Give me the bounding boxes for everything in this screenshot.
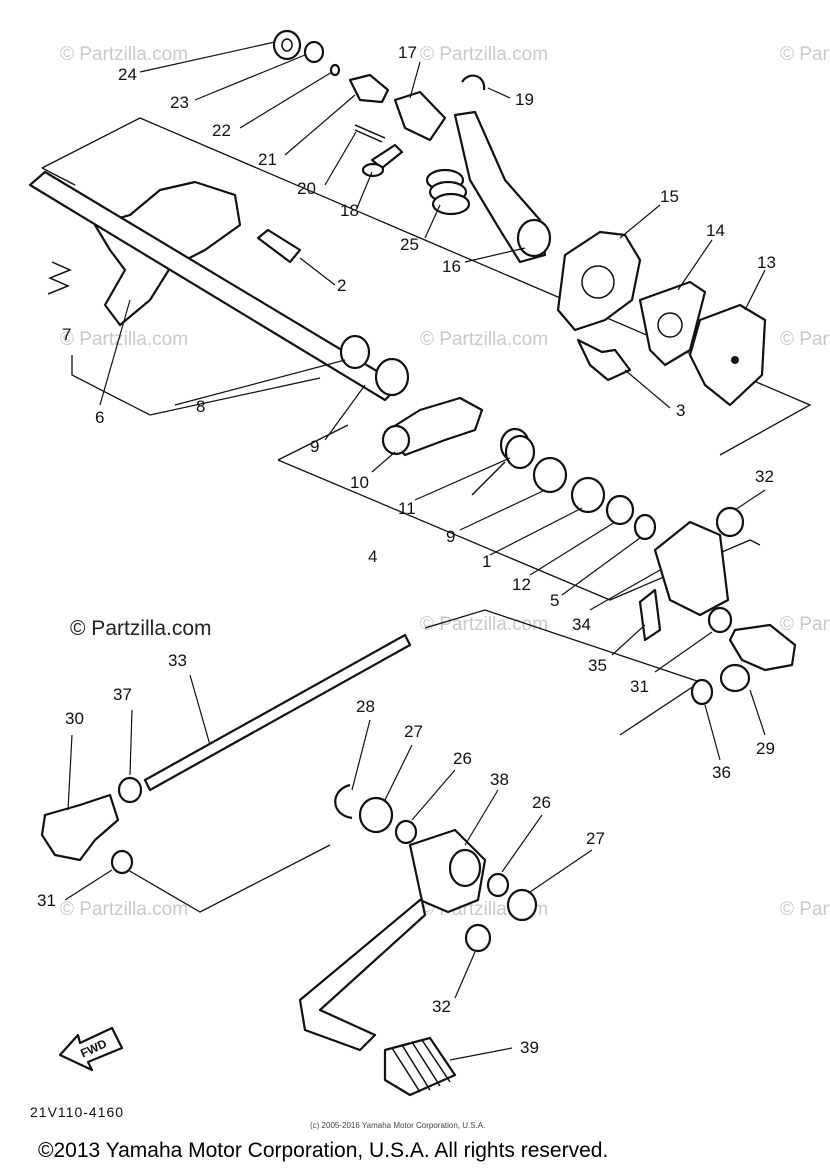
washer-12	[605, 494, 635, 526]
nut-37	[117, 776, 143, 804]
callout-31: 31	[37, 891, 56, 910]
bolt-35	[638, 588, 662, 642]
callout-24: 24	[118, 65, 137, 84]
oring-22	[329, 63, 341, 77]
pedal-rubber-39	[383, 1036, 457, 1097]
nut-36	[690, 678, 714, 706]
rod-end-29	[728, 623, 797, 672]
callout-27: 27	[404, 722, 423, 741]
callout-37: 37	[113, 685, 132, 704]
watermark: © Partzilla.com	[780, 329, 830, 350]
fwd-arrow-icon	[58, 1026, 124, 1072]
callout-14: 14	[706, 221, 725, 240]
nut-32	[715, 506, 745, 538]
circlip-5	[633, 513, 657, 541]
callout-30: 30	[65, 709, 84, 728]
cotter-pin-20	[354, 124, 386, 143]
callout-25: 25	[400, 235, 419, 254]
washer-31	[707, 606, 733, 634]
watermark: © Partzilla.com	[420, 44, 548, 65]
callout-13: 13	[757, 253, 776, 272]
assembly-frames	[41, 117, 812, 913]
spring-25	[425, 168, 471, 216]
callout-35: 35	[588, 656, 607, 675]
collar-9	[339, 334, 371, 370]
shift-rod-33	[143, 633, 412, 792]
callout-21: 21	[258, 150, 277, 169]
callout-26: 26	[532, 793, 551, 812]
washer-27	[358, 796, 394, 834]
callout-7: 7	[62, 325, 71, 344]
callout-2: 2	[337, 276, 346, 295]
parts	[28, 29, 797, 1097]
diagram-code: 21V110-4160	[30, 1104, 124, 1120]
bushing-1	[570, 476, 606, 514]
callout-36: 36	[712, 763, 731, 782]
callout-12: 12	[512, 575, 531, 594]
callout-6: 6	[95, 408, 104, 427]
watermark: © Partzilla.com	[60, 329, 188, 350]
arm-34	[653, 520, 730, 617]
callout-16: 16	[442, 257, 461, 276]
callout-15: 15	[660, 187, 679, 206]
collar-21	[348, 73, 390, 104]
callout-31: 31	[630, 677, 649, 696]
callout-38: 38	[490, 770, 509, 789]
callout-19: 19	[515, 90, 534, 109]
washer-9	[532, 456, 568, 494]
watermark: © Partzilla.com	[780, 899, 830, 920]
callout-20: 20	[297, 179, 316, 198]
callout-3: 3	[676, 401, 685, 420]
callout-8: 8	[196, 397, 205, 416]
circlip-28	[334, 783, 353, 820]
callout-9: 9	[446, 527, 455, 546]
copyright-footer: ©2013 Yamaha Motor Corporation, U.S.A. A…	[38, 1139, 608, 1162]
spring-11	[471, 427, 536, 496]
callout-4: 4	[368, 547, 377, 566]
watermark: © Partzilla.com	[60, 44, 188, 65]
washer-31	[110, 849, 134, 875]
washer-23	[303, 40, 325, 64]
callout-34: 34	[572, 615, 591, 634]
bolt-3	[576, 338, 632, 382]
callout-26: 26	[453, 749, 472, 768]
callout-39: 39	[520, 1038, 539, 1057]
callout-29: 29	[756, 739, 775, 758]
nut-32	[464, 923, 492, 953]
callout-28: 28	[356, 697, 375, 716]
callout-32: 32	[755, 467, 774, 486]
watermark: © Partzilla.com	[780, 44, 830, 65]
callout-5: 5	[550, 591, 559, 610]
callout-numbers: 24 23 22 21 20 18 17 19 25 16 15 14 13 3…	[37, 43, 776, 1057]
callout-32: 32	[432, 997, 451, 1016]
small-copyright: (c) 2005-2016 Yamaha Motor Corporation, …	[310, 1121, 485, 1130]
callout-11: 11	[398, 499, 416, 518]
washer-27	[506, 888, 538, 922]
rod-end-30	[40, 793, 120, 862]
leader-lines	[64, 41, 766, 1061]
oring-26	[394, 819, 418, 845]
spring-7	[47, 261, 72, 295]
callout-9: 9	[310, 437, 319, 456]
watermark: © Partzilla.com	[420, 329, 548, 350]
callout-18: 18	[340, 201, 359, 220]
roller-2	[256, 228, 302, 264]
cam-13	[688, 303, 767, 407]
watermark: © Partzilla.com	[780, 614, 830, 635]
callout-22: 22	[212, 121, 231, 140]
callout-1: 1	[482, 552, 491, 571]
link-17	[393, 90, 447, 142]
clip-19	[461, 74, 486, 91]
callout-33: 33	[168, 651, 187, 670]
watermark: © Partzilla.com	[60, 899, 188, 920]
callout-27: 27	[586, 829, 605, 848]
watermark-prominent: © Partzilla.com	[70, 617, 212, 640]
callout-17: 17	[398, 43, 417, 62]
shift-pedal-38	[298, 828, 487, 1052]
callout-23: 23	[170, 93, 189, 112]
callout-10: 10	[350, 473, 369, 492]
oring-26	[486, 872, 510, 898]
